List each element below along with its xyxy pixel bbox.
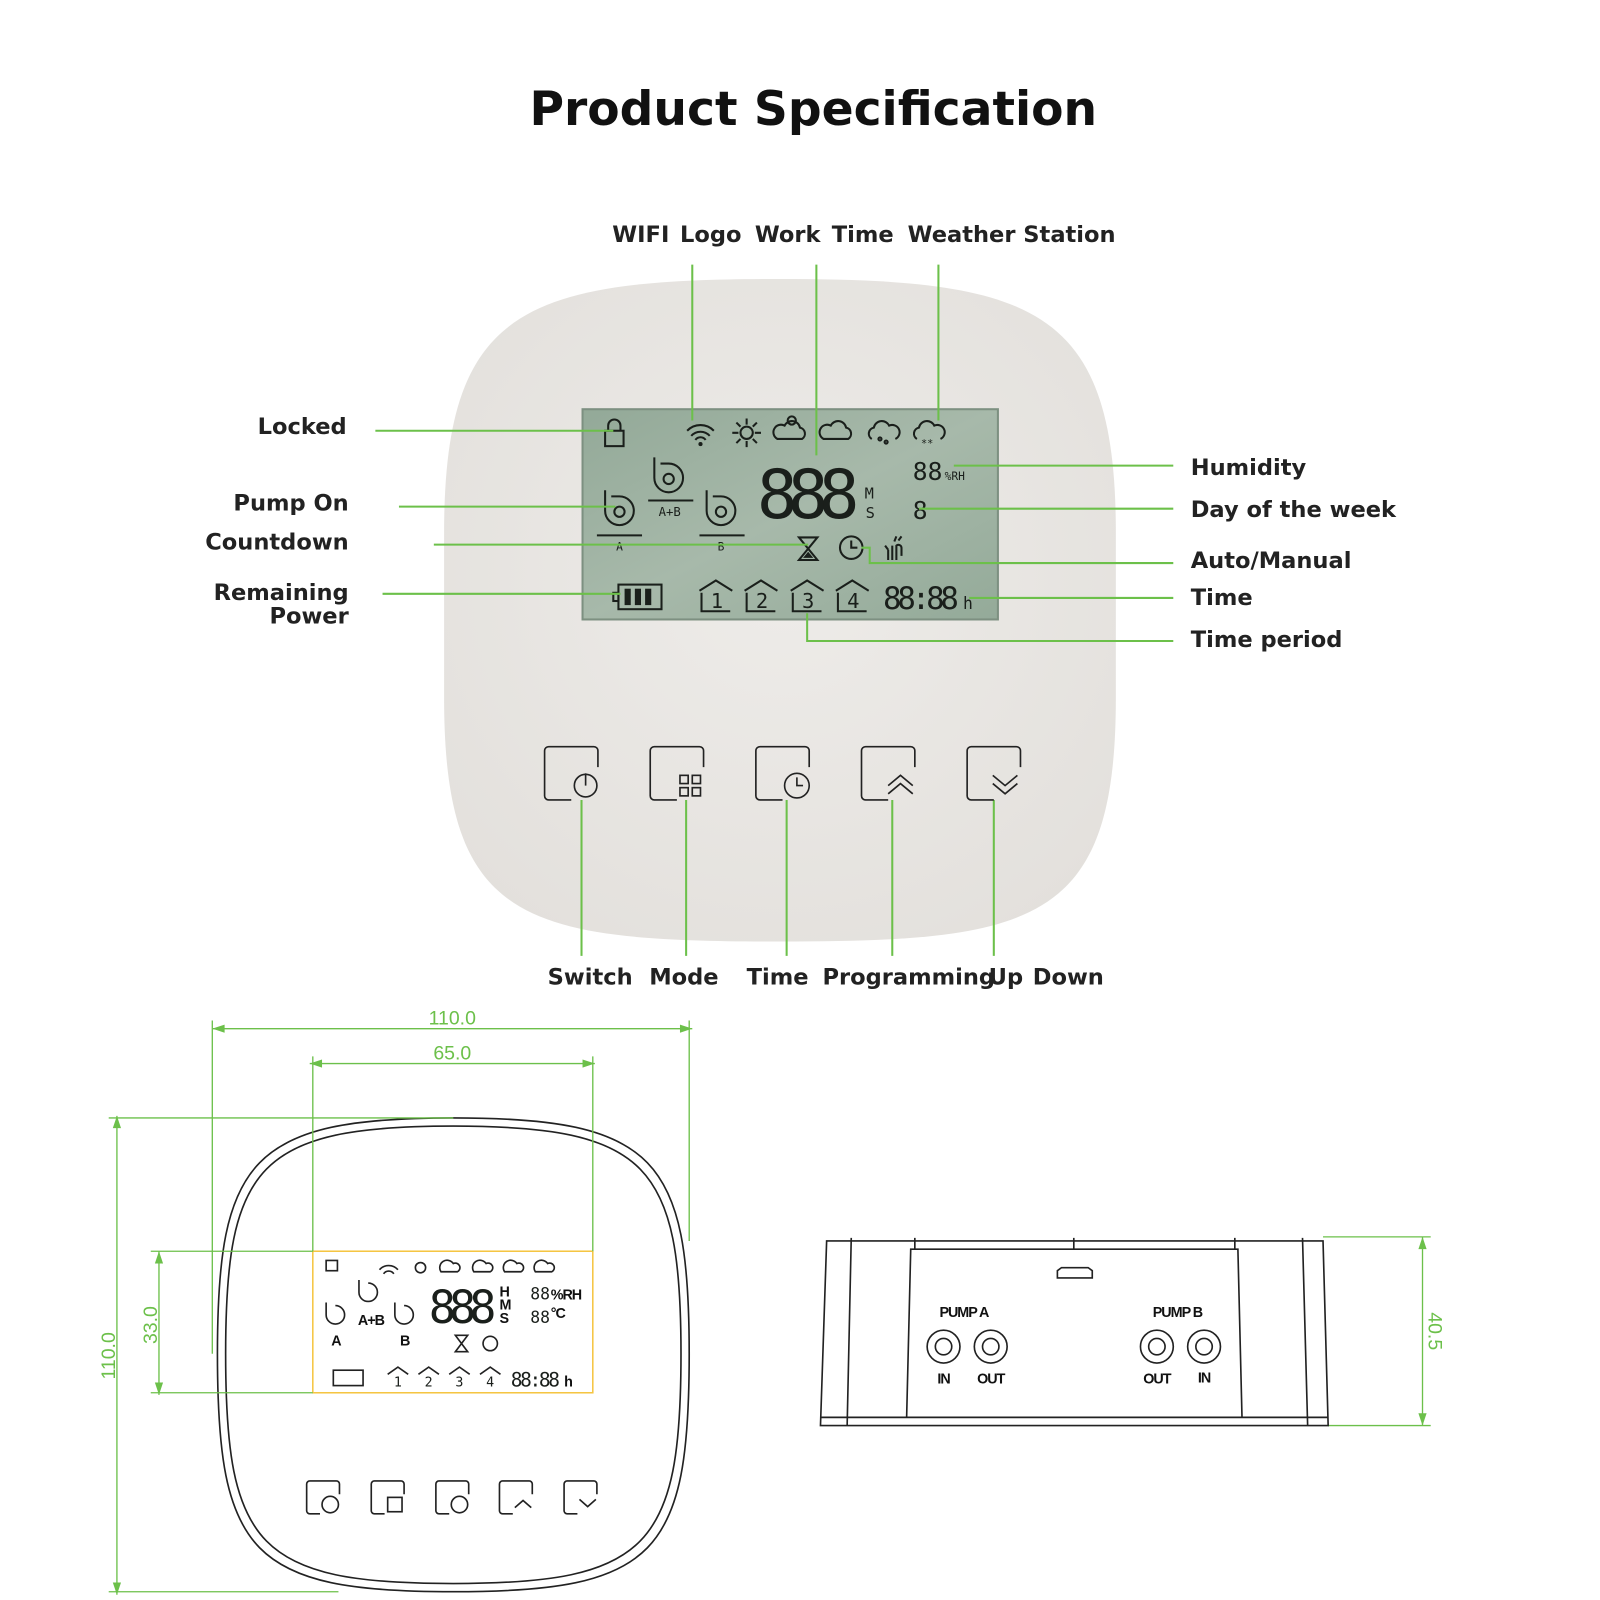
- sun-icon: [732, 418, 761, 448]
- manual-hand-icon: [884, 535, 903, 560]
- pump-a-label: A: [616, 541, 623, 554]
- period-1: 1: [711, 589, 723, 613]
- cloudy-icon: [818, 420, 853, 440]
- label-up: Up: [989, 965, 1023, 991]
- label-work: Work: [755, 222, 822, 248]
- pump-b-icon: [699, 490, 745, 537]
- power-icon: [573, 773, 598, 798]
- programming-up-button[interactable]: [860, 745, 916, 801]
- label-day-of-week: Day of the week: [1191, 497, 1397, 523]
- mini-period-2: 2: [425, 1376, 433, 1391]
- clock-unit: h: [963, 594, 973, 613]
- pump-b-label: B: [718, 541, 725, 554]
- mini-pump-a: A: [331, 1334, 341, 1350]
- label-time-button: Time: [747, 965, 809, 991]
- work-time-digits: 888: [757, 455, 860, 534]
- down-button[interactable]: [966, 745, 1022, 801]
- mini-unit-h: H: [499, 1284, 509, 1300]
- mini-clock-unit: h: [564, 1375, 572, 1391]
- label-countdown: Countdown: [205, 530, 348, 556]
- day-of-week-digit: 8: [913, 496, 928, 525]
- label-logo: Logo: [680, 222, 742, 248]
- dimension-lines: [108, 1020, 1431, 1595]
- pump-ab-label: A+B: [659, 505, 681, 519]
- label-time-period: Time period: [1191, 627, 1343, 653]
- label-time-top: Time: [832, 222, 894, 248]
- label-switch: Switch: [548, 965, 633, 991]
- mini-humidity: 88: [530, 1284, 550, 1303]
- mini-lcd: 888 H M S 88 %RH 88 °C A+B A B 1 2 3 4 8…: [325, 1259, 583, 1392]
- label-locked: Locked: [258, 414, 347, 440]
- mini-temp: 88: [530, 1308, 550, 1327]
- pump-a-icon: [596, 490, 643, 537]
- pump-b-in-label: IN: [1198, 1371, 1211, 1387]
- dim-screen-height: 33.0: [140, 1306, 162, 1344]
- mini-pump-ab: A+B: [358, 1313, 385, 1329]
- front-outline-drawing: 888 H M S 88 %RH 88 °C A+B A B 1 2 3 4 8…: [216, 1117, 691, 1593]
- period-house-icons: [698, 579, 870, 613]
- mini-period-3: 3: [455, 1376, 463, 1391]
- dim-overall-height: 110.0: [98, 1332, 120, 1379]
- label-remaining-power-2: Power: [269, 604, 349, 630]
- period-2: 2: [756, 589, 768, 613]
- dim-overall-width: 110.0: [429, 1008, 476, 1030]
- rain-icon: [867, 420, 901, 445]
- mini-unit-m: M: [499, 1298, 510, 1314]
- clock-digits: 88:88: [883, 581, 959, 617]
- usb-port: [1056, 1266, 1094, 1279]
- pump-b-out-label: OUT: [1143, 1372, 1171, 1388]
- chevron-down-icon: [992, 774, 1018, 795]
- label-down: Down: [1033, 965, 1104, 991]
- pump-a-port-label: PUMP A: [939, 1305, 989, 1321]
- mode-button[interactable]: [649, 745, 705, 801]
- label-mode: Mode: [649, 965, 718, 991]
- pump-ab-icon: [648, 457, 694, 502]
- unit-seconds: S: [866, 504, 875, 522]
- mini-temp-unit: °C: [551, 1306, 566, 1322]
- label-remaining-power-1: Remaining: [214, 580, 349, 606]
- period-3: 3: [802, 589, 814, 613]
- partly-cloudy-icon: [772, 415, 806, 440]
- clock-icon: [783, 772, 811, 799]
- page-title: Product Specification: [529, 82, 1097, 137]
- screen-outline: [312, 1250, 594, 1394]
- dim-depth: 40.5: [1424, 1312, 1446, 1350]
- svg-text:**: **: [921, 438, 933, 450]
- snow-icon: **: [912, 420, 946, 450]
- mini-pump-b: B: [400, 1334, 410, 1350]
- lock-icon: [604, 418, 625, 448]
- hourglass-icon: [796, 536, 820, 562]
- pump-b-port-label: PUMP B: [1153, 1305, 1203, 1321]
- label-humidity: Humidity: [1191, 455, 1307, 481]
- humidity-unit: %RH: [945, 470, 966, 483]
- mini-unit-s: S: [499, 1311, 508, 1327]
- label-wifi: WIFI: [612, 222, 669, 248]
- label-programming: Programming: [823, 965, 996, 991]
- pump-a-in-label: IN: [937, 1372, 950, 1388]
- unit-minutes: M: [865, 484, 874, 502]
- mini-period-1: 1: [394, 1376, 402, 1391]
- time-button[interactable]: [755, 745, 811, 801]
- wifi-icon: [686, 424, 715, 447]
- mini-buttons: [305, 1480, 598, 1515]
- chevron-up-icon: [887, 774, 914, 795]
- mini-clock: 88:88: [511, 1369, 560, 1392]
- side-view-drawing: [819, 1237, 1329, 1427]
- dim-screen-width: 65.0: [433, 1042, 471, 1064]
- label-weather-station: Weather Station: [908, 222, 1116, 248]
- label-auto-manual: Auto/Manual: [1191, 548, 1352, 574]
- humidity-digits: 88: [913, 457, 943, 486]
- lcd-screen: ** A A+B B 888 M S 88 %RH 8 1 2 3 4 88:8…: [581, 408, 999, 621]
- pump-a-out-label: OUT: [977, 1372, 1005, 1388]
- label-time-right: Time: [1191, 585, 1253, 611]
- switch-button[interactable]: [543, 745, 599, 801]
- period-4: 4: [847, 589, 859, 613]
- mini-humidity-unit: %RH: [551, 1287, 582, 1303]
- label-pump-on: Pump On: [233, 491, 348, 517]
- mini-work-digits: 888: [429, 1281, 497, 1334]
- mini-period-4: 4: [486, 1376, 494, 1391]
- leader-lines: [375, 264, 1174, 956]
- grid-icon: [679, 774, 702, 797]
